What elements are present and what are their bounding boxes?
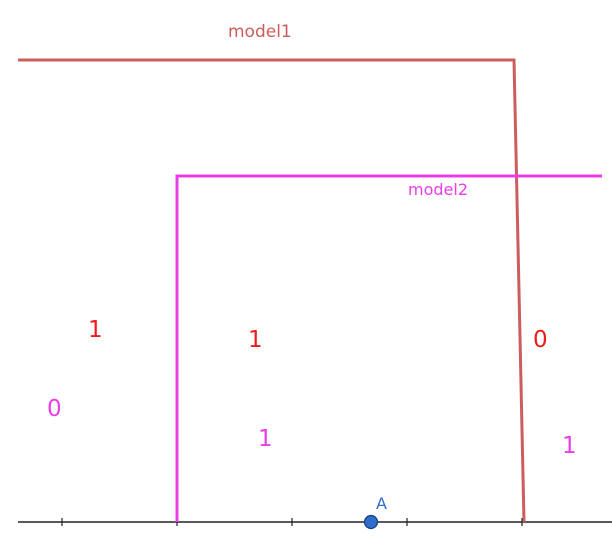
model1-right-value: 0: [533, 327, 548, 353]
model2-boundary: [175, 174, 602, 522]
model1-middle-value: 1: [248, 327, 263, 353]
model2-left-value: 0: [47, 396, 62, 422]
model1-left-value: 1: [88, 317, 103, 343]
point-a-label: A: [376, 494, 387, 513]
model1-label: model1: [228, 22, 292, 42]
point-a[interactable]: [363, 514, 379, 530]
model2-right-value: 1: [562, 433, 577, 459]
model1-boundary: [18, 58, 526, 523]
model2-middle-value: 1: [258, 426, 273, 452]
model2-label: model2: [408, 180, 468, 199]
